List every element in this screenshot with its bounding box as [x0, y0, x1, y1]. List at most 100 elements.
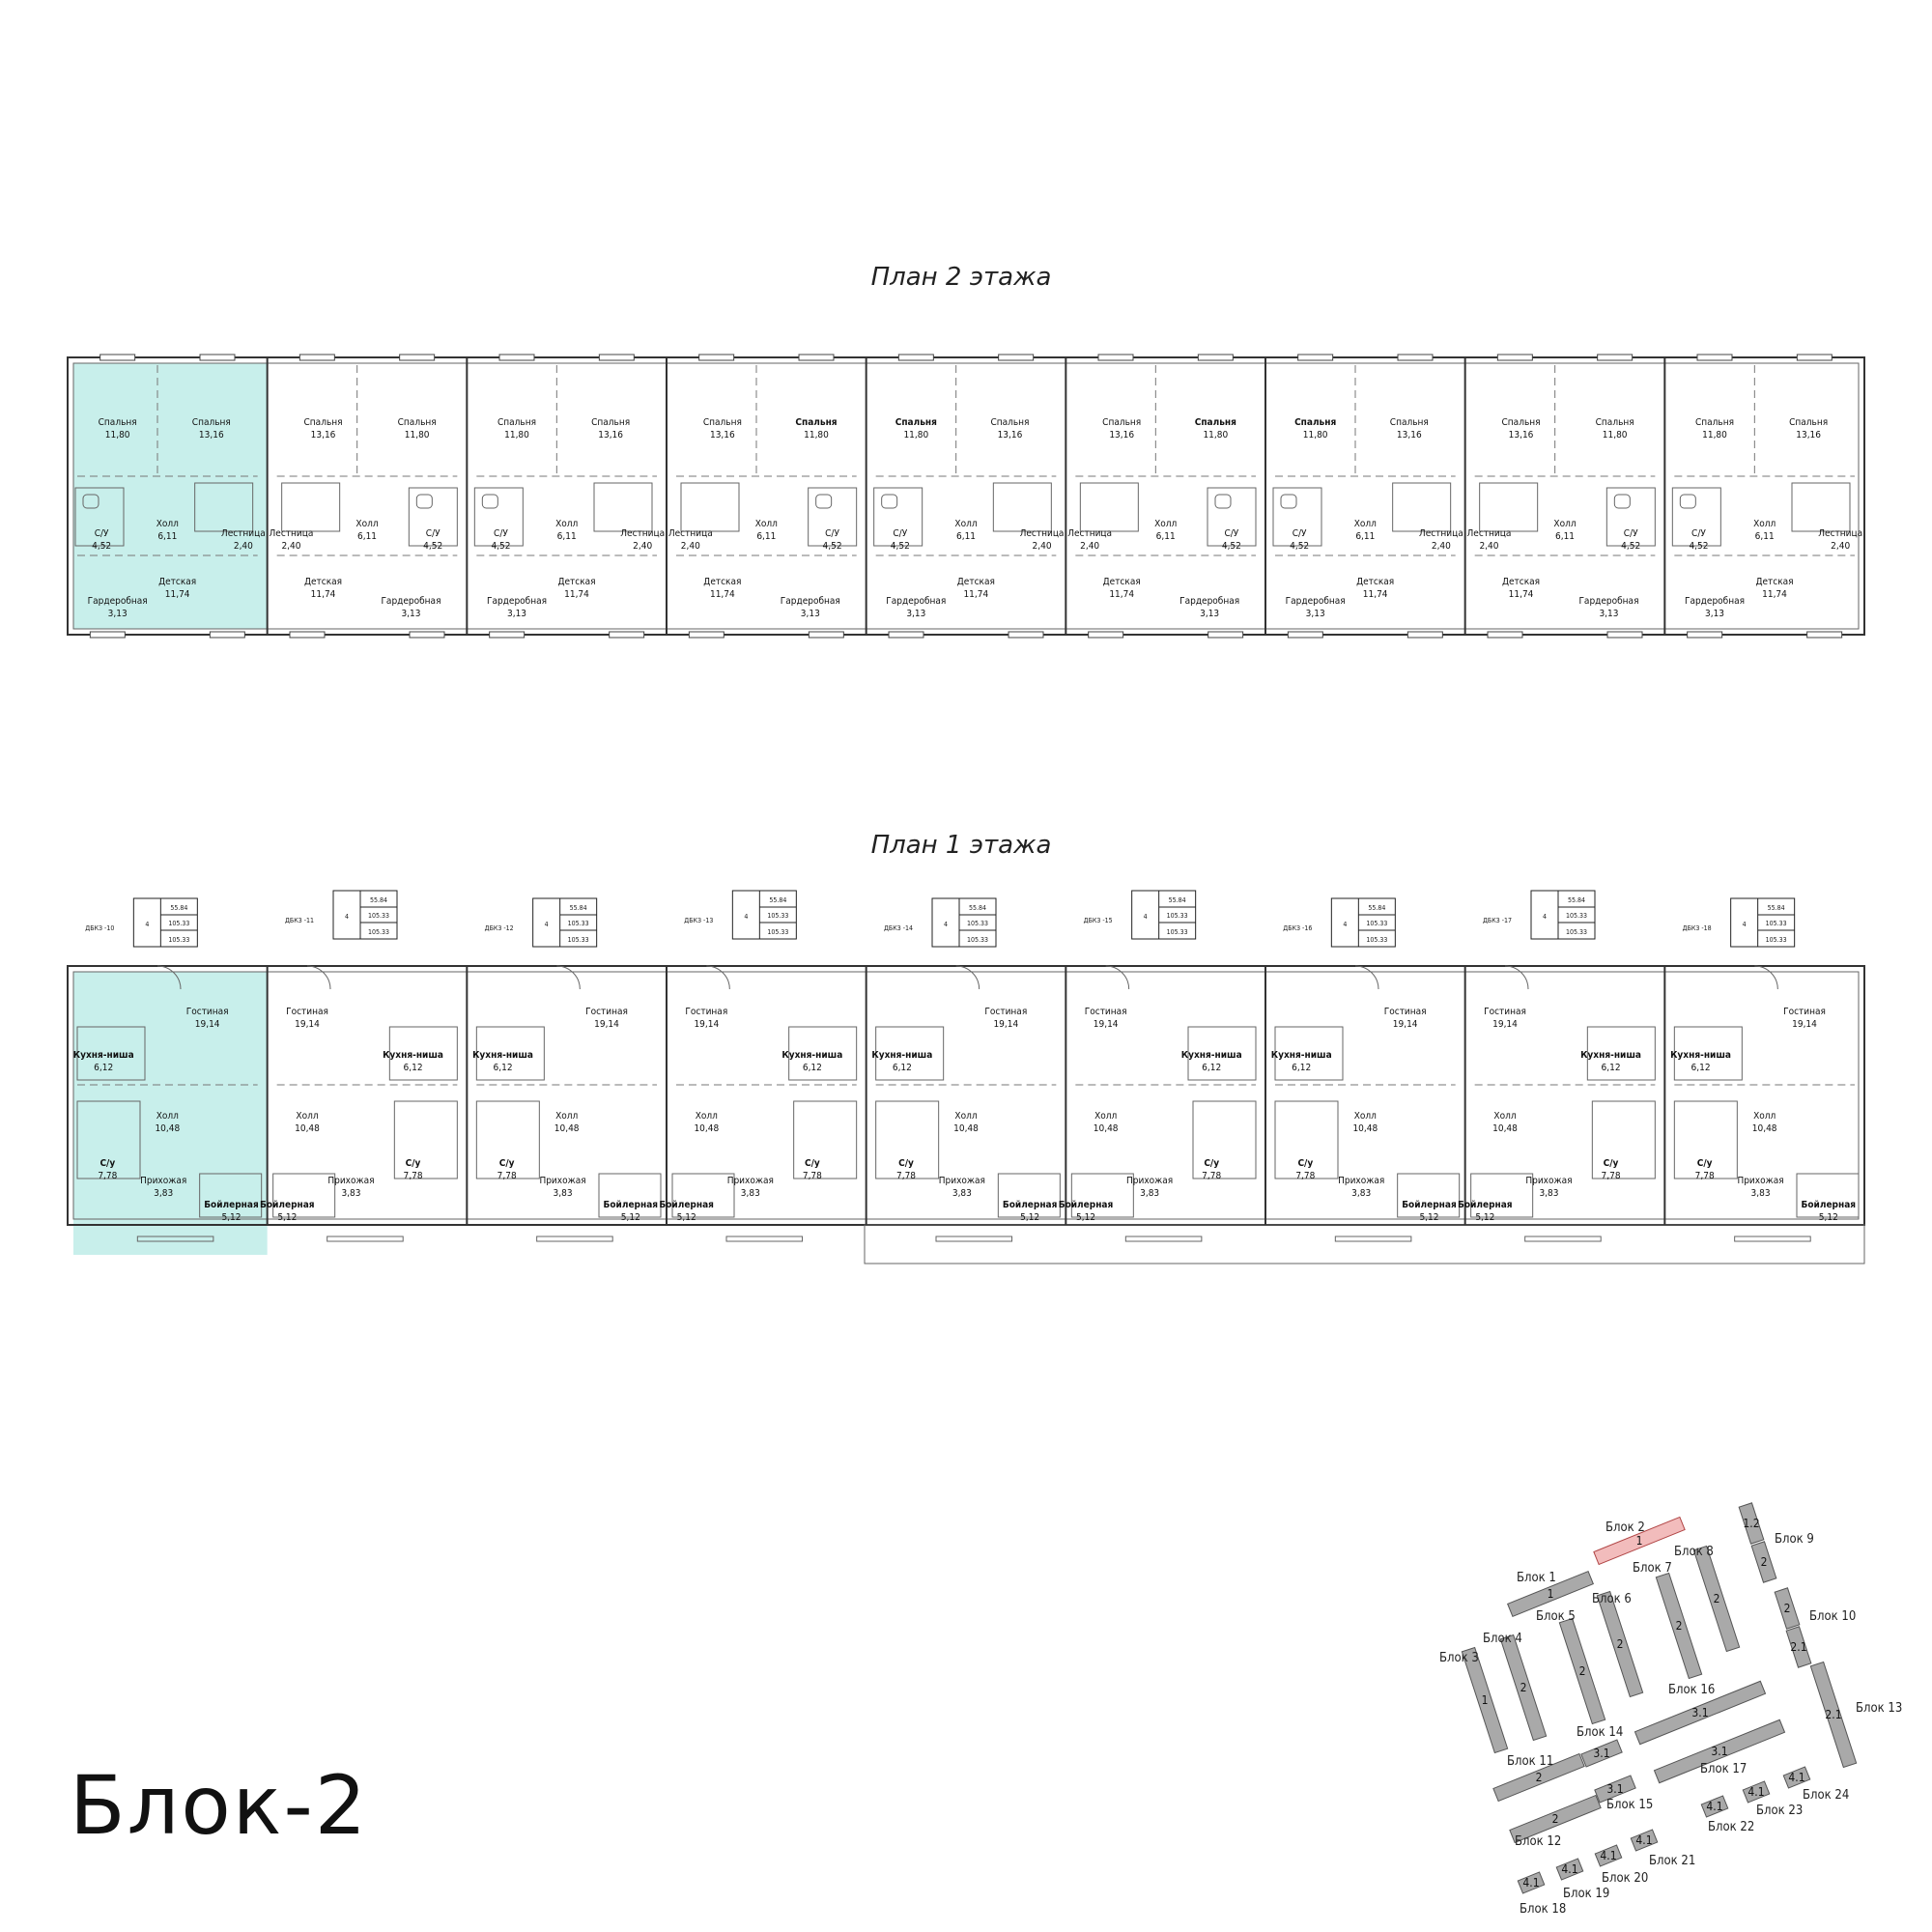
room-area: 6,11	[1755, 531, 1775, 542]
room-name: С/У	[1293, 528, 1307, 539]
building-label: Блок 18	[1520, 1902, 1566, 1917]
room-area: 2,40	[1033, 541, 1052, 552]
room-area: 10,48	[1752, 1123, 1777, 1134]
building-label: Блок 23	[1756, 1804, 1803, 1818]
room-label: С/У4,52	[423, 528, 442, 552]
unit-plan-1: Гостиная19,14Кухня-ниша6,12Холл10,48С/у7…	[1264, 965, 1461, 1242]
room-area: 11,74	[564, 589, 589, 600]
unit-plan-1: Гостиная19,14Кухня-ниша6,12Холл10,48С/у7…	[73, 965, 263, 1242]
room-label: С/У4,52	[1689, 528, 1708, 552]
room-name: Бойлерная	[604, 1200, 659, 1210]
building-shape	[1750, 1541, 1777, 1583]
bathroom	[1673, 1100, 1738, 1179]
room-area: 2,40	[1479, 541, 1498, 552]
building-shape	[1593, 1516, 1686, 1566]
boiler-room	[598, 1173, 662, 1218]
room-name: С/у	[499, 1158, 515, 1169]
sink	[881, 494, 898, 509]
bathroom	[1274, 1100, 1339, 1179]
room-area: 7,78	[98, 1171, 117, 1181]
porch-step	[536, 1236, 613, 1242]
unit-id: ДБКЗ -18	[1683, 924, 1712, 932]
room-area: 11,80	[105, 430, 130, 440]
room-label: С/у7,78	[98, 1158, 117, 1181]
porch-step	[1524, 1236, 1602, 1242]
window	[1406, 631, 1443, 639]
building-number: 4.1	[1635, 1833, 1652, 1847]
sink	[481, 494, 498, 509]
room-name: Спальня	[1596, 417, 1634, 428]
sink	[1280, 494, 1297, 509]
unit-plan-1: Гостиная19,14Кухня-ниша6,12Холл10,48С/у7…	[1458, 965, 1656, 1242]
boiler-room	[272, 1173, 336, 1218]
unit-plan-2: Спальня11,80Спальня13,16Холл6,11С/У4,52Л…	[466, 354, 665, 639]
stair	[1392, 482, 1452, 532]
room-area: 2,40	[1080, 541, 1099, 552]
unit-plan-1: Гостиная19,14Кухня-ниша6,12Холл10,48С/у7…	[659, 965, 858, 1242]
unit-plan-2: Спальня13,16Спальня11,80Холл6,11Лестница…	[1463, 354, 1656, 639]
window	[399, 354, 436, 361]
room-name: Холл	[296, 1111, 318, 1122]
window	[1287, 631, 1323, 639]
building-shape	[1655, 1572, 1703, 1680]
window	[598, 354, 635, 361]
room-name: Спальня	[1502, 417, 1541, 428]
room-name: Прихожая	[939, 1176, 985, 1186]
building-number: 2	[1536, 1771, 1543, 1784]
building-label: Блок 4	[1483, 1632, 1522, 1646]
room-label: С/У4,52	[1621, 528, 1640, 552]
room-name: Гостиная	[1783, 1007, 1826, 1017]
kitchen-niche	[788, 1026, 858, 1081]
kitchen-niche	[1586, 1026, 1656, 1081]
room-area: 6,11	[956, 531, 976, 542]
building-number: 2	[1552, 1812, 1559, 1826]
building-label: Блок 17	[1700, 1762, 1747, 1776]
room-name: Холл	[1753, 1111, 1776, 1122]
building-number: 2.1	[1825, 1708, 1841, 1721]
bathroom	[793, 1100, 858, 1179]
room-area: 19,14	[694, 1019, 719, 1030]
room-area: 3,13	[801, 609, 820, 619]
room-name: С/у	[898, 1158, 914, 1169]
room-name: Кухня-ниша	[73, 1050, 134, 1061]
room-name: Спальня	[1102, 417, 1141, 428]
window	[1487, 631, 1523, 639]
kitchen-niche	[1673, 1026, 1743, 1081]
room-area: 7,78	[896, 1171, 916, 1181]
tag-box	[1131, 890, 1197, 940]
unit-id: ДБКЗ -14	[884, 924, 913, 932]
plan-2-floor: Спальня11,80Спальня13,16Холл6,11С/У4,52Л…	[67, 354, 1865, 639]
tag-rooms: 4	[1743, 921, 1747, 928]
bathroom	[875, 1100, 940, 1179]
bathroom-fixtures	[808, 487, 858, 547]
building-shape	[1692, 1545, 1741, 1653]
room-area: 7,78	[1202, 1171, 1221, 1181]
room-area: 7,78	[497, 1171, 517, 1181]
window	[688, 631, 724, 639]
room-name: Детская	[1755, 577, 1793, 587]
window	[1008, 631, 1044, 639]
room-area: 19,14	[993, 1019, 1018, 1030]
bathroom-fixtures	[74, 487, 125, 547]
unit-plan-1: Гостиная19,14Кухня-ниша6,12Холл10,48С/у7…	[466, 965, 662, 1242]
building-shape	[1809, 1661, 1858, 1769]
room-area: 6,11	[357, 531, 377, 542]
room-area: 19,14	[1792, 1019, 1817, 1030]
